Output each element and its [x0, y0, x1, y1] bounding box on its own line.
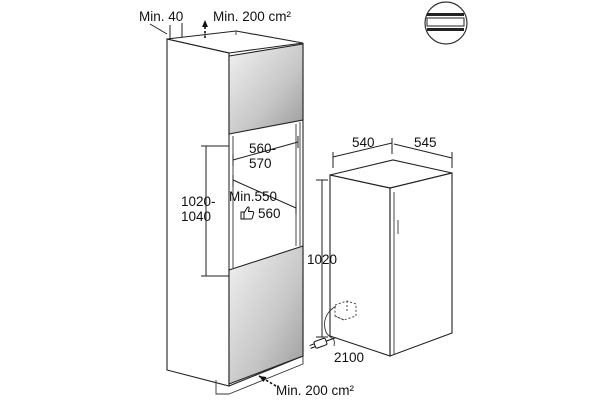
- plug-icon: [309, 337, 336, 349]
- top-clearance-label: Min. 40: [139, 9, 183, 24]
- appliance-depth-dimension: 545: [393, 135, 453, 168]
- appliance-height-dimension: 1020: [307, 179, 337, 338]
- power-cable: 2100: [309, 305, 364, 365]
- niche-width-label-top: 560-: [249, 141, 276, 156]
- appliance-width-dimension: 540: [332, 135, 393, 168]
- top-vent-arrow: Min. 200 cm²: [202, 9, 292, 38]
- appliance-depth-label: 545: [414, 135, 437, 150]
- bottom-vent-arrow: Min. 200 cm²: [258, 375, 355, 398]
- niche-depth-dimension: Min.550 560: [229, 175, 297, 221]
- niche-width-label-bottom: 570: [249, 156, 272, 171]
- niche-height-dimension: 1020- 1040: [181, 145, 229, 277]
- niche-width-dimension: 560- 570: [232, 136, 299, 171]
- top-clearance-dimension: Min. 40: [139, 9, 183, 39]
- niche-outline: [228, 122, 301, 268]
- recommended-depth-label: 560: [258, 206, 281, 221]
- niche-height-label-top: 1020-: [181, 194, 216, 209]
- bottom-vent-label: Min. 200 cm²: [276, 383, 355, 398]
- upper-door-panel: [228, 43, 304, 135]
- appliance-width-label: 540: [352, 135, 375, 150]
- power-socket-icon: [334, 300, 357, 321]
- integrated-sliding-door-icon: [424, 1, 468, 45]
- lower-door-panel: [228, 245, 304, 385]
- thumbs-up-icon: [240, 206, 255, 220]
- appliance-height-label: 1020: [307, 252, 337, 267]
- niche-depth-label: Min.550: [229, 189, 277, 204]
- top-vent-label: Min. 200 cm²: [213, 9, 292, 24]
- cable-length-label: 2100: [334, 350, 364, 365]
- appliance-body: [329, 159, 453, 357]
- niche-height-label-bottom: 1040: [181, 209, 211, 224]
